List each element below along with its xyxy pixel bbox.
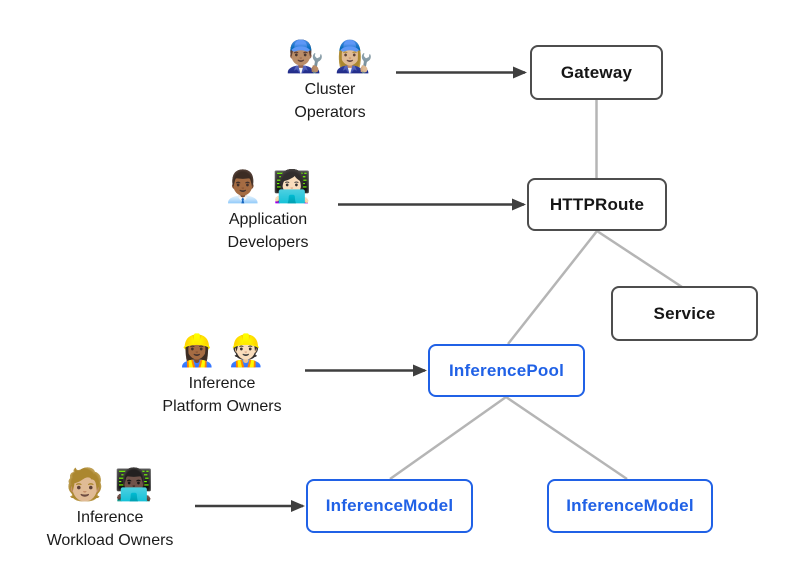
persona-label-line1: Inference bbox=[76, 509, 144, 526]
edge-httproute-inferencepool bbox=[507, 230, 598, 345]
cluster-operators-emoji-icon: 👨🏽‍🔧 👩🏼‍🔧 bbox=[285, 39, 375, 74]
persona-label-line1: Inference bbox=[188, 375, 256, 392]
persona-label-line2: Platform Owners bbox=[162, 398, 282, 415]
persona-label: Cluster Operators bbox=[245, 78, 415, 124]
persona-label: Inference Workload Owners bbox=[15, 506, 205, 552]
node-httproute: HTTPRoute bbox=[527, 178, 667, 231]
application-developers-emoji-icon: 👨🏾‍💼 👩🏻‍💻 bbox=[223, 169, 313, 204]
persona-application-developers: 👨🏾‍💼 👩🏻‍💻 Application Developers bbox=[183, 166, 353, 254]
node-inferencepool: InferencePool bbox=[428, 344, 585, 397]
persona-label-line1: Cluster bbox=[304, 81, 356, 98]
persona-inference-workload-owners: 🧑🏼 👨🏿‍💻 Inference Workload Owners bbox=[15, 464, 205, 552]
persona-cluster-operators: 👨🏽‍🔧 👩🏼‍🔧 Cluster Operators bbox=[245, 36, 415, 124]
edge-inferencepool-inferencemodel-left bbox=[389, 395, 507, 481]
node-inferencemodel-left: InferenceModel bbox=[306, 479, 473, 533]
persona-label-line1: Application bbox=[228, 211, 308, 228]
persona-label: Application Developers bbox=[183, 208, 353, 254]
platform-owners-emoji-icon: 👷🏾‍♀️ 👷🏻 bbox=[177, 333, 267, 368]
node-inferencemodel-right: InferenceModel bbox=[547, 479, 713, 533]
persona-label-line2: Developers bbox=[227, 234, 309, 251]
persona-label: Inference Platform Owners bbox=[132, 372, 312, 418]
workload-owners-emoji-icon: 🧑🏼 👨🏿‍💻 bbox=[65, 467, 155, 502]
persona-inference-platform-owners: 👷🏾‍♀️ 👷🏻 Inference Platform Owners bbox=[132, 330, 312, 418]
persona-label-line2: Workload Owners bbox=[46, 532, 174, 549]
edge-httproute-service bbox=[596, 229, 683, 289]
node-service: Service bbox=[611, 286, 758, 341]
edge-inferencepool-inferencemodel-right bbox=[505, 395, 628, 481]
node-gateway: Gateway bbox=[530, 45, 663, 100]
persona-label-line2: Operators bbox=[294, 104, 366, 121]
